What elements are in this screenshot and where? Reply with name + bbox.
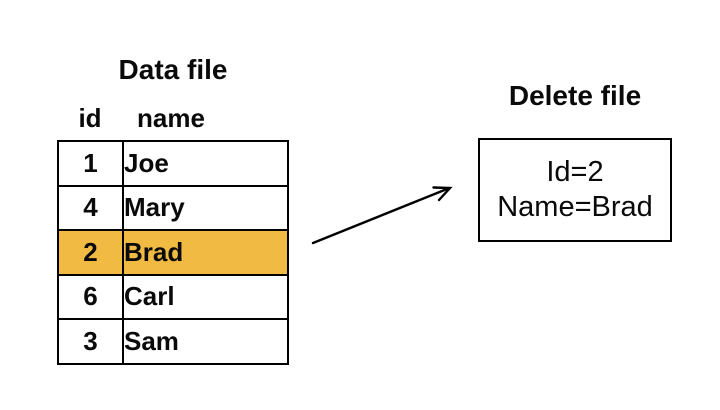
data-file-title: Data file <box>118 54 228 85</box>
delete-file-line-name: Name=Brad <box>497 191 653 223</box>
table-row-highlighted: 2 Brad <box>57 229 289 276</box>
data-file-table: 1 Joe 4 Mary 2 Brad 6 Carl 3 Sam <box>57 140 289 365</box>
table-row: 6 Carl <box>57 273 289 320</box>
cell-id: 4 <box>57 184 124 231</box>
cell-id: 3 <box>57 318 124 365</box>
table-row: 1 Joe <box>57 140 289 187</box>
cell-id: 6 <box>57 273 124 320</box>
column-header-id: id <box>78 103 102 133</box>
cell-name: Sam <box>122 318 289 365</box>
delete-file-line-id: Id=2 <box>546 156 604 188</box>
column-header-name: name <box>137 103 205 133</box>
cell-name: Brad <box>122 229 289 276</box>
table-row: 4 Mary <box>57 184 289 231</box>
delete-file-title: Delete file <box>508 80 642 111</box>
cell-name: Carl <box>122 273 289 320</box>
cell-id: 1 <box>57 140 124 187</box>
cell-id: 2 <box>57 229 124 276</box>
cell-name: Joe <box>122 140 289 187</box>
delete-file-box: Id=2 Name=Brad <box>478 138 672 242</box>
table-row: 3 Sam <box>57 318 289 365</box>
cell-name: Mary <box>122 184 289 231</box>
